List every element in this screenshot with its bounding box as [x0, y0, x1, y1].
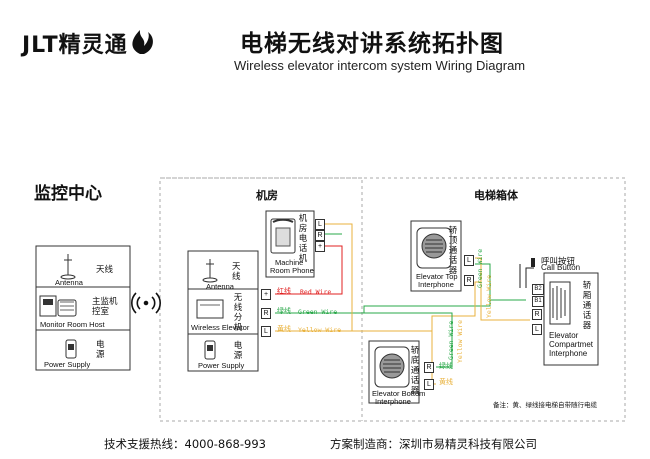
- top-speaker-icon: [416, 227, 452, 269]
- terminal-r-compartment: R: [532, 309, 542, 320]
- call-button-icon: [531, 258, 535, 267]
- red-wire-cn: 红线: [277, 287, 291, 295]
- terminal-r-machine: R: [261, 308, 271, 319]
- support-hotline: 技术支援热线：4000-868-993: [104, 437, 266, 451]
- yellow-wire-cn: 黄线: [277, 325, 291, 333]
- page-subtitle: Wireless elevator intercom system Wiring…: [234, 58, 526, 73]
- terminal-r-bottom: R: [424, 362, 434, 373]
- monitor-power-cn: 电源: [96, 340, 105, 360]
- green-wire-vertical-label-2: Green Wire: [447, 320, 455, 360]
- brand-logo: JLT精灵通: [20, 24, 170, 58]
- terminal-r-phone: R: [315, 230, 325, 241]
- green-wire-vertical-label: Green Wire: [476, 248, 484, 288]
- machine-antenna-icon: [202, 259, 218, 283]
- monitor-host-en: Monitor Room Host: [40, 320, 105, 329]
- machine-antenna-cn: 天线: [232, 262, 241, 282]
- green-wire-en: Green Wire: [298, 308, 338, 316]
- terminal-plus-phone: +: [315, 241, 325, 252]
- wireless-unit-icon: [196, 299, 224, 319]
- yellow-wire-vertical-label-2: Yellow Wire: [456, 319, 464, 363]
- compartment-interphone-en-1: Elevator: [549, 331, 579, 340]
- terminal-r-top: R: [464, 275, 474, 286]
- compartment-interphone-en-2: Compartmet: [549, 340, 594, 349]
- page-title: 电梯无线对讲系统拓扑图: [240, 31, 504, 57]
- yellow-wire-vertical-label: Yellow Wire: [485, 274, 493, 318]
- monitor-host-cn: 主监机控室: [92, 297, 118, 317]
- green-wire-cn: 绿线: [277, 307, 291, 315]
- machine-phone-cn: 机房电话机: [298, 214, 308, 264]
- bottom-interphone-en-1: Elevator Bottom: [372, 389, 426, 398]
- monitor-antenna-icon: [60, 254, 76, 280]
- yellow-wire-main: [275, 223, 353, 332]
- machine-power-icon: [204, 340, 216, 360]
- machine-wireless-en: Wireless Elevator: [191, 323, 250, 332]
- bottom-interphone-en-2: Interphone: [375, 397, 411, 406]
- terminal-l-phone: L: [315, 219, 325, 230]
- machine-wireless-cn: 无线分机: [233, 293, 243, 333]
- machine-power-cn: 电源: [233, 341, 243, 361]
- red-wire-en: Red Wire: [300, 288, 332, 296]
- terminal-b1: B1: [532, 296, 544, 307]
- manufacturer: 方案制造商：深圳市易精灵科技有限公司: [330, 437, 537, 451]
- compartment-speaker-icon: [549, 281, 571, 325]
- monitor-center-title: 监控中心: [34, 184, 102, 204]
- top-interphone-en-2: Interphone: [418, 280, 454, 289]
- monitor-antenna-cn: 天线: [96, 265, 114, 275]
- green-wire-cn-bottom: 绿线: [439, 362, 453, 370]
- wireless-signal-icon: [131, 292, 161, 314]
- green-wire-main: [275, 263, 491, 314]
- terminal-l-compartment: L: [532, 324, 542, 335]
- terminal-l-top: L: [464, 255, 474, 266]
- yellow-wire-en: Yellow Wire: [298, 326, 342, 334]
- top-interphone-en-1: Elevator Top: [416, 272, 458, 281]
- top-interphone-cn: 轿顶通话器: [448, 226, 458, 276]
- machine-room-title: 机房: [256, 189, 278, 202]
- terminal-l-bottom: L: [424, 379, 434, 390]
- monitor-power-icon: [65, 339, 77, 359]
- logo-text: JLT精灵通: [22, 33, 128, 58]
- compartment-interphone-cn: 轿厢通话器: [582, 281, 592, 331]
- terminal-plus-machine: +: [261, 289, 271, 300]
- yellow-wire-cn-bottom: 黄线: [439, 378, 453, 386]
- monitor-antenna-en: Antenna: [55, 278, 83, 287]
- terminal-l-machine: L: [261, 326, 271, 337]
- machine-power-en: Power Supply: [198, 361, 245, 370]
- elevator-car-title: 电梯箱体: [474, 189, 518, 202]
- call-button-wire: [525, 267, 534, 288]
- red-wire: [275, 245, 343, 295]
- terminal-b2: B2: [532, 284, 544, 295]
- machine-antenna-en: Antenna: [206, 282, 234, 291]
- desk-phone-icon: [270, 218, 296, 254]
- bottom-interphone-cn: 轿底通话器: [410, 346, 420, 396]
- call-button-cn: 呼叫按钮: [541, 257, 576, 267]
- wiring-note: 备注：黄、绿线接电梯自带随行电缆: [493, 401, 597, 409]
- logo-flame-icon: [132, 30, 153, 54]
- call-button-en: Call Button: [541, 263, 581, 272]
- host-phone-icon: [39, 295, 77, 317]
- monitor-power-en: Power Supply: [44, 360, 91, 369]
- compartment-interphone-en-3: Interphone: [549, 349, 588, 358]
- bottom-speaker-icon: [374, 346, 410, 388]
- machine-phone-en-1: Machine: [275, 258, 304, 267]
- machine-phone-en-2: Room Phone: [270, 266, 314, 275]
